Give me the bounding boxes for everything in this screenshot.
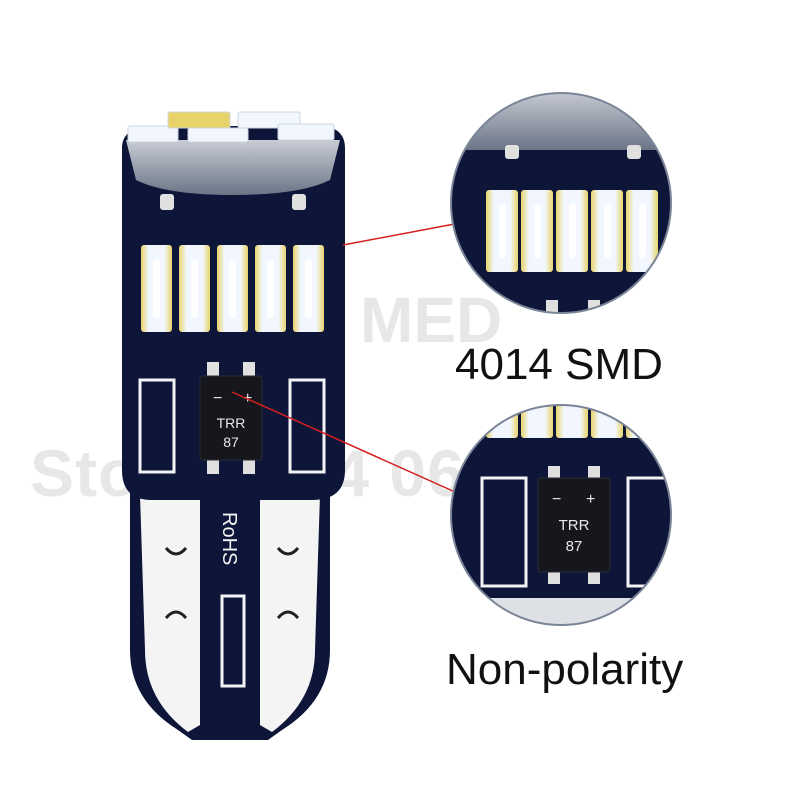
chip-code-label: 87 [223,434,239,450]
bulb-lens [126,140,340,195]
pointer-line-polarity [231,391,465,497]
side-led-strip [141,245,324,332]
caption-non-polarity: Non-polarity [446,645,684,694]
contact-mark [276,610,300,620]
top-led-cluster [127,111,335,143]
contact-mark [276,546,300,556]
contact-mark [164,610,188,620]
contact-mark [164,546,188,556]
zoom-led-detail [450,92,672,314]
watermark-top: MED [360,284,503,356]
caption-4014-smd: 4014 SMD [455,340,663,389]
side-pad-right [288,378,326,474]
chip-minus-label: − [213,390,222,407]
led-bulb: − + TRR 87 RoHS [122,111,345,740]
zoom-chip-minus-label: − [552,491,561,508]
pointer-line-smd [342,221,466,246]
bulb-stem [208,495,256,735]
zoom-chip-plus-label: + [586,491,595,508]
stem-pad [220,594,246,688]
zoom-chip-model-label: TRR [559,517,590,534]
zoom-chip-code-label: 87 [566,538,583,555]
rohs-label: RoHS [218,512,240,565]
side-pad-left [138,378,176,474]
chip-model-label: TRR [217,415,246,431]
rectifier-chip: − + TRR 87 [199,362,263,474]
zoom-chip-detail: − + TRR 87 [450,404,672,626]
